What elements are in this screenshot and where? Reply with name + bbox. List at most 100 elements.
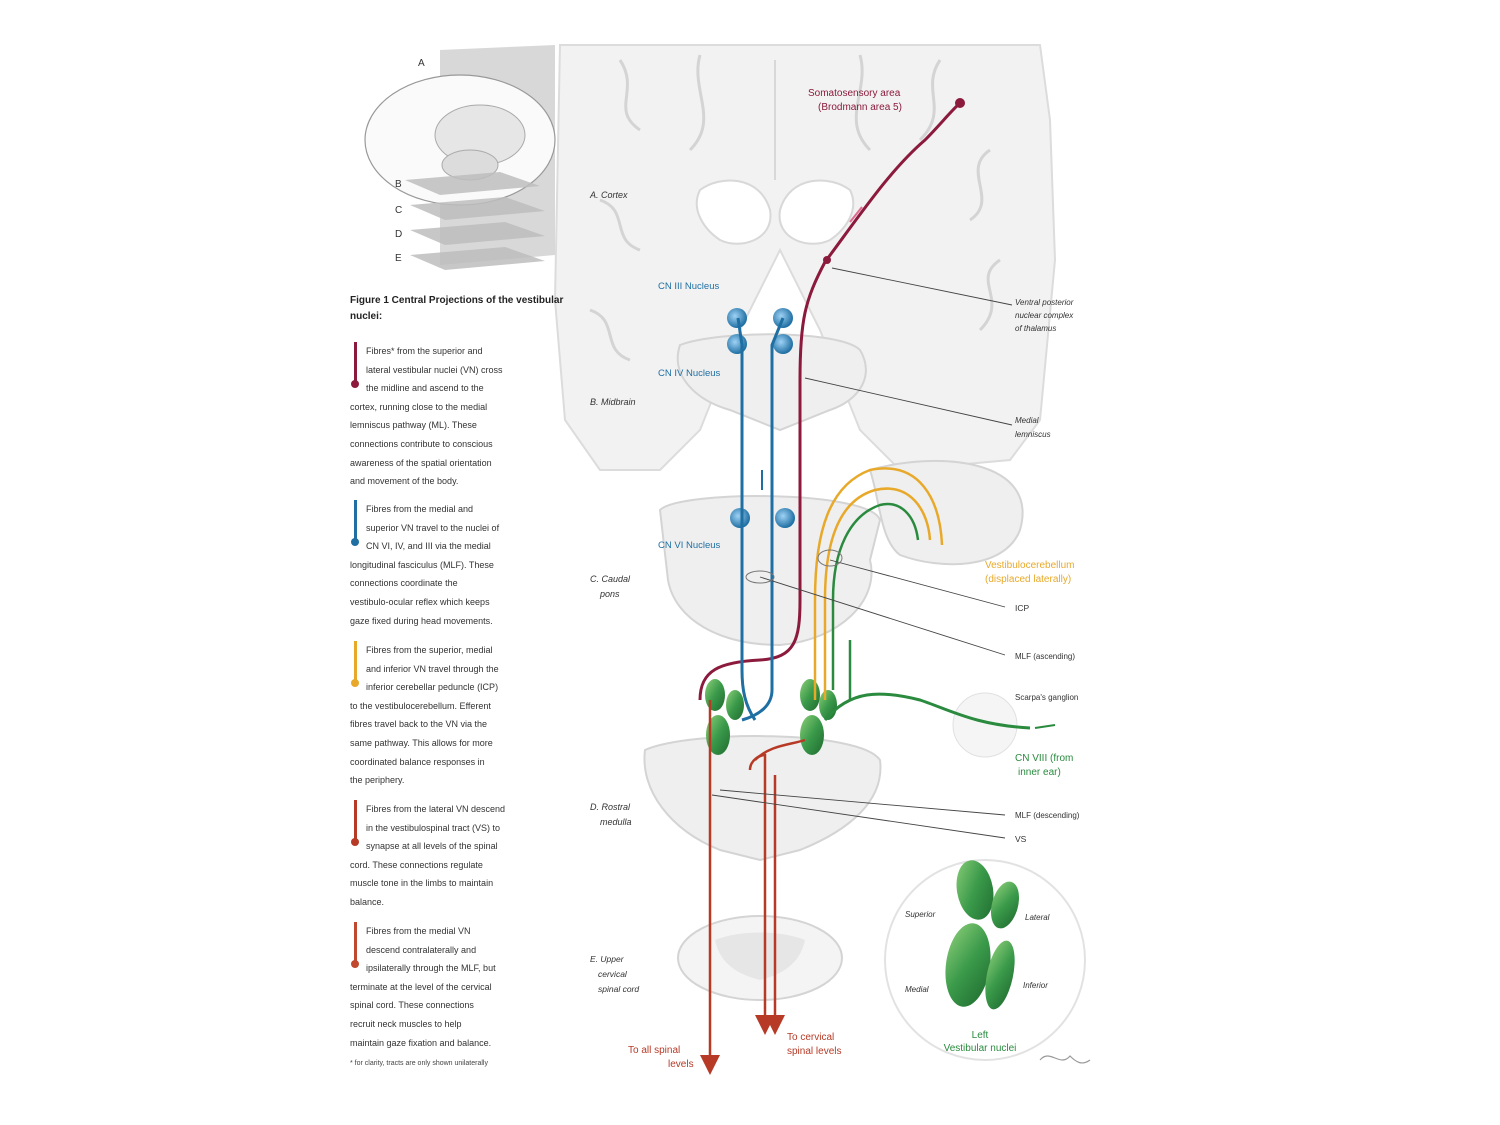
legend-line: CN VI, IV, and III via the medial xyxy=(366,541,491,552)
legend-line: awareness of the spatial orientation xyxy=(350,457,492,468)
mlf-descending-label: MLF (descending) xyxy=(1015,811,1080,820)
somatosensory-label-2: (Brodmann area 5) xyxy=(818,102,902,113)
legend-line: cord. These connections regulate xyxy=(350,859,483,870)
vpn-label-1: Ventral posterior xyxy=(1015,298,1074,307)
legend-line: maintain gaze fixation and balance. xyxy=(350,1037,492,1048)
legend-color-dot xyxy=(351,380,359,388)
cn8-label-2: inner ear) xyxy=(1018,767,1061,778)
mlf-oculomotor-tract-right xyxy=(741,317,785,722)
vs-label: VS xyxy=(1015,834,1027,844)
vn-lateral-label: Lateral xyxy=(1025,913,1050,922)
legend-line: and inferior VN travel through the xyxy=(366,663,499,674)
cerebellar-tract-green xyxy=(831,502,920,690)
vn-inferior-label: Inferior xyxy=(1023,981,1048,990)
scarpas-ganglion-label: Scarpa's ganglion xyxy=(1015,693,1078,702)
legend-color-bar xyxy=(354,922,357,962)
vn-superior-label: Superior xyxy=(905,910,936,919)
ml-label-1: Medial xyxy=(1015,416,1039,425)
cn8-label-1: CN VIII (from xyxy=(1015,753,1073,764)
cn3-nucleus-label: CN III Nucleus xyxy=(658,281,719,292)
cn6-nucleus-label: CN VI Nucleus xyxy=(658,540,721,551)
thalamus-synapse-dot xyxy=(823,256,831,264)
vn-inset-title-1: Left xyxy=(972,1030,989,1041)
legend-line: balance. xyxy=(350,896,385,907)
cerebellar-tract-outer xyxy=(813,467,944,700)
cn4-nucleus-label: CN IV Nucleus xyxy=(658,368,721,379)
level-caudal-pons-label-2: pons xyxy=(599,589,620,599)
medial-vn-crossing xyxy=(754,738,806,761)
legend-line: coordinated balance responses in xyxy=(350,756,485,767)
legend-color-bar xyxy=(354,342,357,382)
legend-text-block: Fibres from the medial and superior VN tr… xyxy=(350,500,562,630)
mlf-oculomotor-tract-left xyxy=(736,317,757,721)
mlf-asc-outline xyxy=(745,570,775,584)
caudal-pons-section xyxy=(658,459,1024,647)
level-rostral-medulla-label-2: medulla xyxy=(600,817,632,827)
legend-line: the midline and ascend to the xyxy=(366,383,484,394)
legend-line: vestibulo-ocular reflex which keeps xyxy=(350,596,490,607)
legend-line: fibres travel back to the VN via the xyxy=(350,719,488,730)
medulla-vestibular-nuclei xyxy=(705,679,837,755)
to-all-spinal-label-1: To all spinal xyxy=(628,1045,680,1056)
inset-letter-a: A xyxy=(418,58,425,69)
legend-line: longitudinal fasciculus (MLF). These xyxy=(350,559,494,570)
legend-line: the periphery. xyxy=(350,775,405,786)
legend-line: Fibres from the medial and xyxy=(366,504,474,514)
inset-letter-e: E xyxy=(395,253,402,264)
cervical-cord-section xyxy=(677,915,843,1001)
legend-line: and movement of the body. xyxy=(350,476,459,487)
cn8-ganglion-circle xyxy=(952,692,1018,758)
legend-line: gaze fixed during head movements. xyxy=(350,615,493,626)
inset-letter-b: B xyxy=(395,179,402,190)
legend-line: superior VN travel to the nuclei of xyxy=(366,522,500,533)
legend-line: Fibres from the medial VN xyxy=(366,926,471,936)
to-cervical-label-2: spinal levels xyxy=(787,1046,841,1057)
legend-color-dot xyxy=(351,838,359,846)
legend-line: connections contribute to conscious xyxy=(350,438,493,449)
figure-title: Figure 1 Central Projections of the vest… xyxy=(350,295,564,322)
legend-line: synapse at all levels of the spinal xyxy=(366,841,498,852)
level-cortex-label: A. Cortex xyxy=(589,190,628,200)
legend-line: Fibres from the superior, medial xyxy=(366,645,493,655)
legend-color-bar xyxy=(354,641,357,681)
cn8-inner-ear-arrow xyxy=(1034,724,1056,729)
legend-line: Fibres* from the superior and xyxy=(366,346,483,356)
legend-line: ipsilaterally through the MLF, but xyxy=(366,963,496,974)
legend-line: inferior cerebellar peduncle (ICP) xyxy=(366,682,499,693)
cn6-nuclei xyxy=(730,508,795,528)
level-cervical-label-2: cervical xyxy=(598,969,628,979)
ascending-arrow xyxy=(849,206,863,223)
legend-line: connections coordinate the xyxy=(350,578,458,589)
legend-color-bar xyxy=(354,500,357,540)
section-planes-inset: A B C D E xyxy=(364,45,556,270)
figure-footnote: * for clarity, tracts are only shown uni… xyxy=(350,1060,488,1067)
vn-medial-label: Medial xyxy=(905,985,929,994)
legend-line: in the vestibulospinal tract (VS) to xyxy=(366,822,501,833)
mlf-ascending-label: MLF (ascending) xyxy=(1015,652,1075,661)
legend-color-dot xyxy=(351,538,359,546)
cn8-nerve xyxy=(823,692,1031,730)
to-all-spinal-label-2: levels xyxy=(668,1059,694,1070)
legend-line: muscle tone in the limbs to maintain xyxy=(350,878,494,889)
vn-inset-title-2: Vestibular nuclei xyxy=(944,1043,1017,1054)
ascending-cortical-tract xyxy=(698,101,962,701)
legend-color-dot xyxy=(351,960,359,968)
legend-color-bar xyxy=(354,800,357,840)
icp-label: ICP xyxy=(1015,603,1030,613)
level-midbrain-label: B. Midbrain xyxy=(590,397,636,407)
inset-letter-d: D xyxy=(395,229,402,240)
level-cervical-label-1: E. Upper xyxy=(590,954,625,964)
vestibulocerebellum-label-2: (displaced laterally) xyxy=(985,574,1071,585)
legend-line: terminate at the level of the cervical xyxy=(350,981,492,992)
legend-color-dot xyxy=(351,679,359,687)
vestibular-nuclei-inset: Superior Lateral Medial Inferior Left Ve… xyxy=(884,859,1086,1061)
level-rostral-medulla-label-1: D. Rostral xyxy=(590,802,631,812)
legend-line: recruit neck muscles to help xyxy=(350,1018,462,1029)
somatosensory-label-1: Somatosensory area xyxy=(808,88,901,99)
rostral-medulla-section xyxy=(643,735,882,862)
legend-line: cortex, running close to the medial xyxy=(350,401,488,412)
signature-mark xyxy=(1039,1055,1091,1064)
legend-line: same pathway. This allows for more xyxy=(350,737,493,748)
vpn-label-2: nuclear complex xyxy=(1015,311,1074,320)
